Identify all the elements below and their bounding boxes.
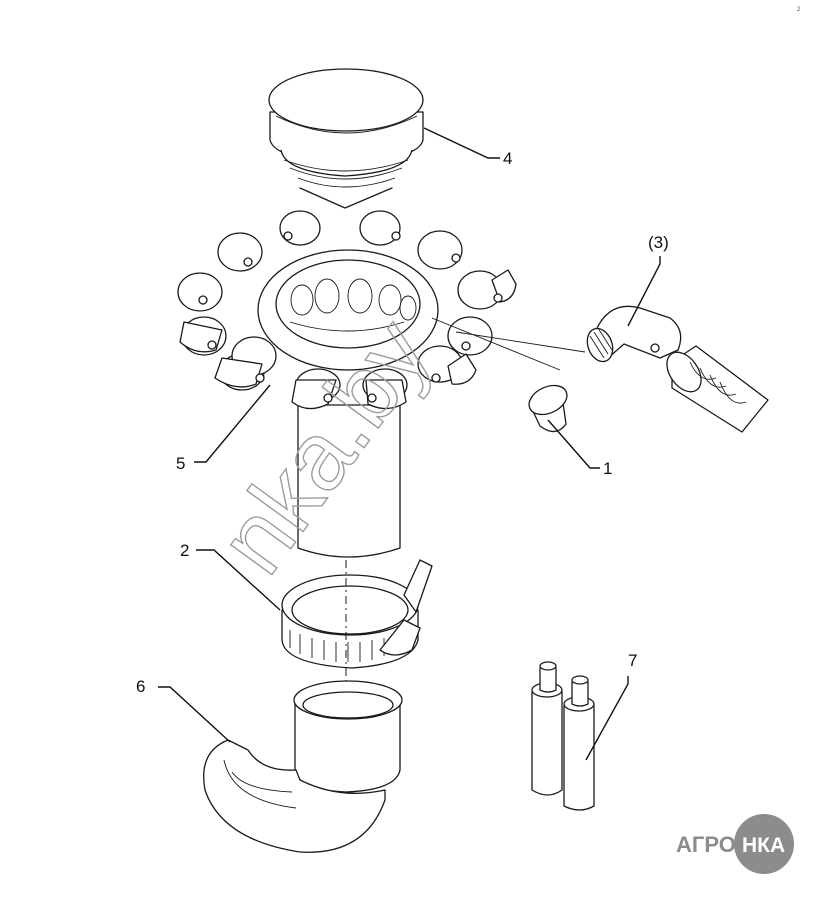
part-5-manifold — [177, 210, 586, 558]
part-3-elbow — [586, 305, 682, 363]
callout-6: 6 — [136, 677, 145, 696]
part-4-cap — [268, 68, 424, 209]
part-1-plug — [528, 384, 568, 433]
logo-inner-text: НКА — [742, 834, 785, 857]
part-7-rollers — [531, 661, 595, 811]
callout-1: 1 — [603, 459, 612, 478]
brand-logo: АГРО НКА — [676, 814, 794, 874]
manifold-inner-holes — [290, 278, 417, 321]
part-6-elbow — [203, 680, 403, 853]
callout-labels: 4 5 1 2 (3) 6 7 — [136, 149, 669, 696]
part-2-clamp — [281, 559, 433, 669]
callout-3: (3) — [648, 233, 669, 252]
callout-2: 2 — [180, 541, 189, 560]
leader-lines — [158, 127, 661, 761]
logo-circle — [734, 814, 794, 874]
manifold-spokes — [177, 210, 517, 410]
callout-7: 7 — [628, 651, 637, 670]
corner-code: 2 — [797, 7, 801, 13]
callout-4: 4 — [503, 149, 512, 168]
part-3-spring-sleeve — [666, 345, 769, 433]
logo-left-text: АГРО — [676, 832, 736, 857]
callout-5: 5 — [176, 454, 185, 473]
